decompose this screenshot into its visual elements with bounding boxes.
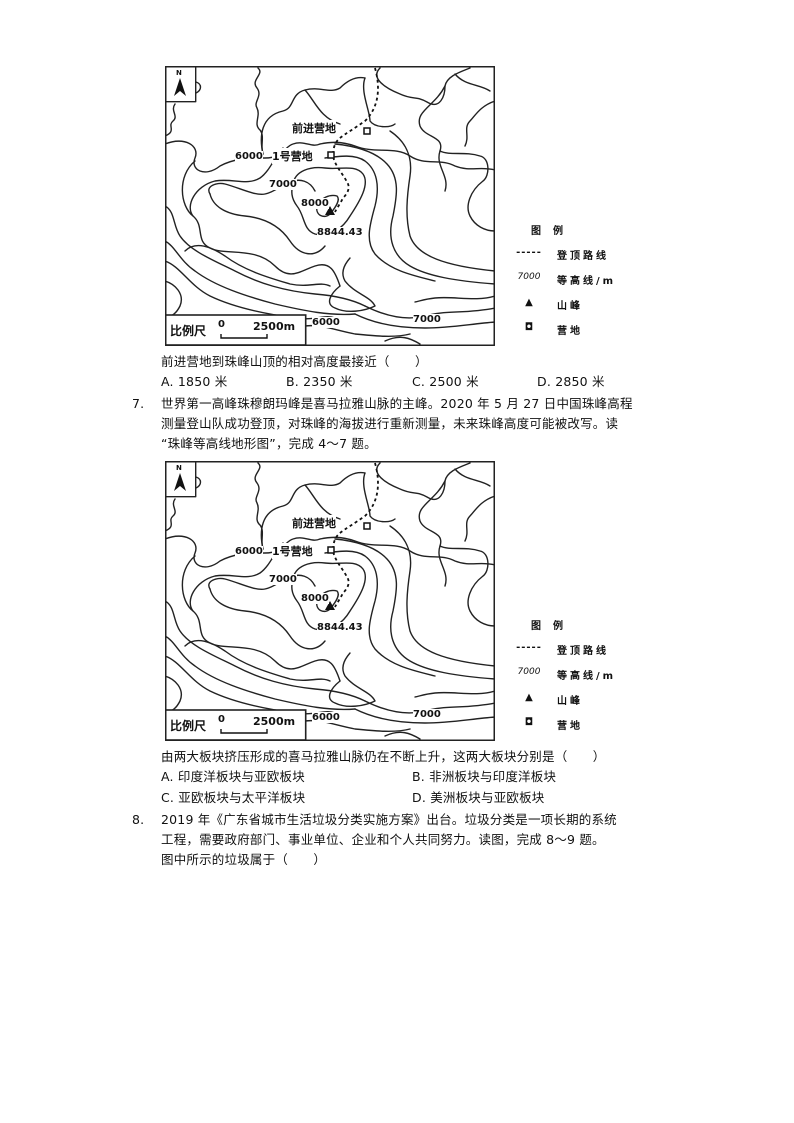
- q6-option-c[interactable]: C. 2500 米: [412, 374, 479, 389]
- scale-label: 比例尺: [170, 324, 207, 338]
- q7-option-b[interactable]: B. 非洲板块与印度洋板块: [412, 769, 557, 784]
- contour-map-2: N 前进营地 1号营地 6000 7000 8000 8844.43 6000 …: [165, 461, 495, 741]
- q7-number: 7.: [132, 396, 145, 411]
- peak-marker: [325, 206, 335, 215]
- dashed-line-icon: -----: [516, 247, 542, 258]
- q7-intro-line-2: 测量登山队成功登顶，对珠峰的海拔进行重新测量，未来珠峰高度可能被改写。读: [161, 416, 619, 431]
- scale-distance: 2500m: [253, 715, 296, 728]
- contour-6000-label: 6000: [235, 151, 263, 162]
- legend-contour-label: 等高线/m: [557, 671, 617, 682]
- contour-7000-label: 7000: [269, 179, 297, 190]
- contour-6000-label: 6000: [235, 546, 263, 557]
- triangle-peak-icon: ▲: [525, 297, 533, 308]
- triangle-peak-icon: ▲: [525, 692, 533, 703]
- q6-option-d[interactable]: D. 2850 米: [537, 374, 605, 389]
- q6-option-a[interactable]: A. 1850 米: [161, 374, 228, 389]
- north-label: N: [176, 69, 182, 77]
- contour-7000-label: 7000: [269, 574, 297, 585]
- scale-zero: 0: [218, 319, 225, 330]
- camp1-marker: [327, 546, 335, 554]
- q7-option-a[interactable]: A. 印度洋板块与亚欧板块: [161, 769, 305, 784]
- square-camp-icon: ◘: [524, 717, 534, 728]
- legend-peak-label: 山峰: [557, 696, 583, 707]
- advance-camp-marker: [363, 127, 371, 135]
- q7-option-d[interactable]: D. 美洲板块与亚欧板块: [412, 790, 545, 805]
- contour-line-icon: 7000: [517, 667, 541, 677]
- q8-stem: 图中所示的垃圾属于（ ）: [161, 852, 327, 867]
- contour-8000-label: 8000: [301, 198, 329, 209]
- q7-option-c[interactable]: C. 亚欧板块与太平洋板块: [161, 790, 306, 805]
- camp1-marker: [327, 151, 335, 159]
- peak-elevation-label: 8844.43: [317, 622, 363, 633]
- contour-7000-bottom-label: 7000: [413, 709, 441, 720]
- legend-camp-label: 营地: [557, 721, 583, 732]
- legend-peak-label: 山峰: [557, 301, 583, 312]
- map-legend-1: 图例 ----- 登顶路线 7000 等高线/m ▲ 山峰 ◘ 营地: [505, 222, 625, 342]
- peak-elevation-label: 8844.43: [317, 227, 363, 238]
- q6-options: A. 1850 米 B. 2350 米 C. 2500 米 D. 2850 米: [161, 372, 641, 392]
- scale-label: 比例尺: [170, 719, 207, 733]
- camp1-label: 1号营地: [272, 543, 313, 559]
- advance-camp-marker: [363, 522, 371, 530]
- legend-route-label: 登顶路线: [557, 646, 609, 657]
- q7-intro-line-3: “珠峰等高线地形图”，完成 4～7 题。: [161, 436, 377, 451]
- q8-intro-line-2: 工程，需要政府部门、事业单位、企业和个人共同努力。读图，完成 8～9 题。: [161, 832, 605, 847]
- q6-stem: 前进营地到珠峰山顶的相对高度最接近（ ）: [161, 354, 428, 369]
- legend-camp-label: 营地: [557, 326, 583, 337]
- advance-camp-label: 前进营地: [292, 515, 336, 531]
- legend-contour-label: 等高线/m: [557, 276, 617, 287]
- contour-6000-bottom-label: 6000: [312, 712, 340, 723]
- contour-map-1: N 前进营地 1号营地 6000 7000 8000 8844.43 6000 …: [165, 66, 495, 346]
- contour-8000-label: 8000: [301, 593, 329, 604]
- q8-number: 8.: [132, 812, 145, 827]
- q7-options: A. 印度洋板块与亚欧板块 B. 非洲板块与印度洋板块 C. 亚欧板块与太平洋板…: [161, 767, 641, 807]
- north-label: N: [176, 464, 182, 472]
- map-legend-2: 图例 ----- 登顶路线 7000 等高线/m ▲ 山峰 ◘ 营地: [505, 617, 625, 737]
- q7-intro-line-1: 世界第一高峰珠穆朗玛峰是喜马拉雅山脉的主峰。2020 年 5 月 27 日中国珠…: [161, 396, 633, 411]
- contour-line-icon: 7000: [517, 272, 541, 282]
- legend-title: 图例: [531, 226, 575, 237]
- scale-distance: 2500m: [253, 320, 296, 333]
- contour-lines: [165, 461, 495, 741]
- dashed-line-icon: -----: [516, 642, 542, 653]
- advance-camp-label: 前进营地: [292, 120, 336, 136]
- q7-stem: 由两大板块挤压形成的喜马拉雅山脉仍在不断上升，这两大板块分别是（ ）: [161, 749, 606, 764]
- scale-zero: 0: [218, 714, 225, 725]
- legend-route-label: 登顶路线: [557, 251, 609, 262]
- camp1-label: 1号营地: [272, 148, 313, 164]
- q6-option-b[interactable]: B. 2350 米: [286, 374, 353, 389]
- square-camp-icon: ◘: [524, 322, 534, 333]
- contour-7000-bottom-label: 7000: [413, 314, 441, 325]
- q8-intro-line-1: 2019 年《广东省城市生活垃圾分类实施方案》出台。垃圾分类是一项长期的系统: [161, 812, 617, 827]
- contour-lines: [165, 66, 495, 346]
- peak-marker: [325, 601, 335, 610]
- contour-6000-bottom-label: 6000: [312, 317, 340, 328]
- legend-title: 图例: [531, 621, 575, 632]
